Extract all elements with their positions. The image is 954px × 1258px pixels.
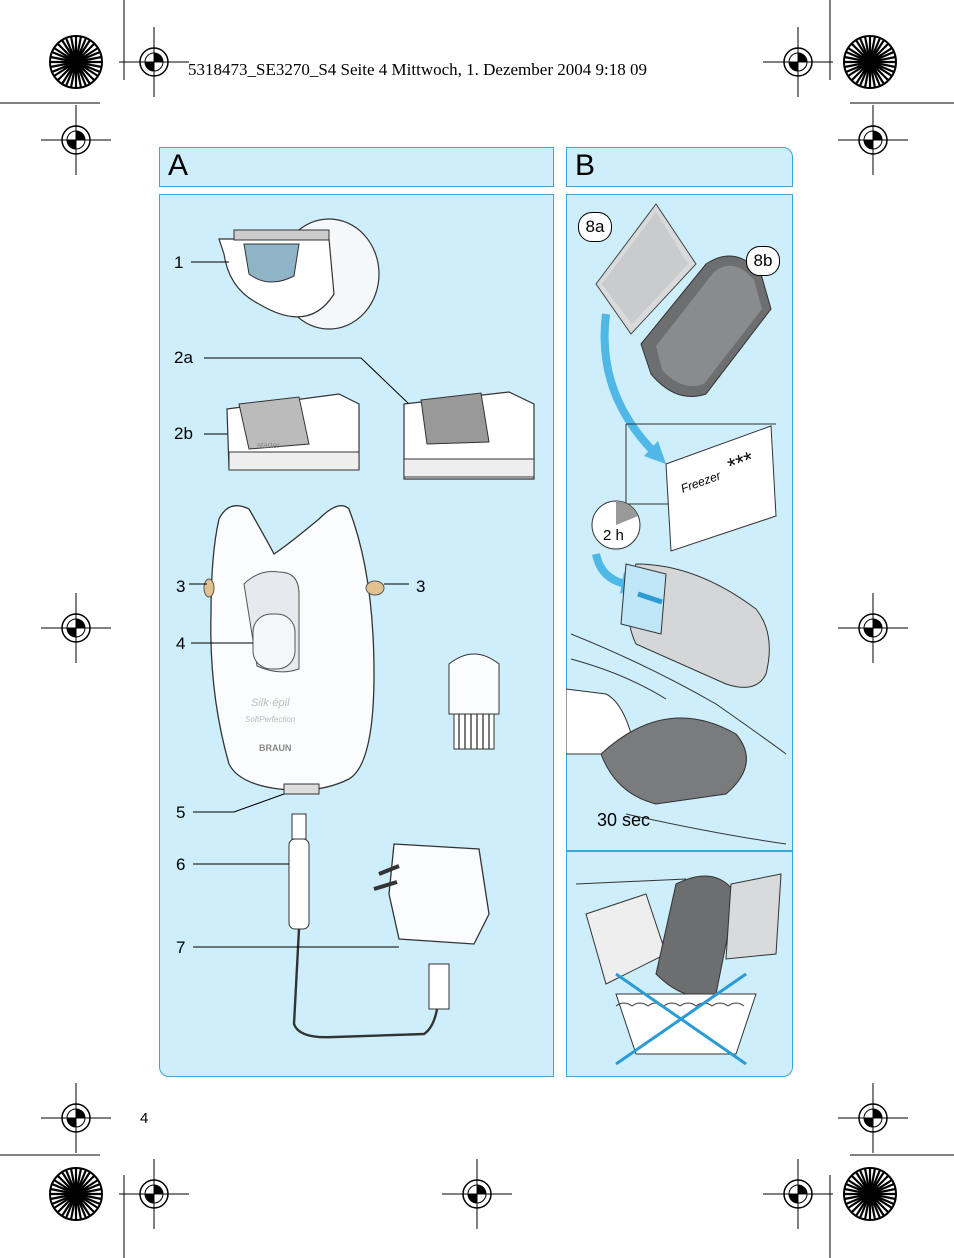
svg-text:starter: starter (257, 441, 280, 450)
svg-text:SoftPerfection: SoftPerfection (245, 715, 296, 724)
glove-with-pad (621, 564, 769, 687)
svg-text:BRAUN: BRAUN (259, 743, 292, 753)
label-3-right: 3 (416, 577, 425, 597)
svg-text:Silk·épil: Silk·épil (251, 697, 290, 709)
epilator-body: Silk·épil SoftPerfection BRAUN (204, 506, 384, 794)
page-number: 4 (140, 1110, 148, 1127)
cord-and-charger (289, 814, 489, 1037)
timer-label: 2 h (603, 527, 624, 544)
shaver-head-cap (219, 219, 379, 329)
panel-a-header: A (159, 147, 554, 187)
step-8a-badge: 8a (578, 212, 612, 242)
panel-b-header: B (566, 147, 793, 187)
duration-label: 30 sec (597, 810, 650, 831)
panel-b-illustration (566, 194, 793, 1077)
epilation-head-starter: starter (227, 394, 359, 470)
label-6: 6 (176, 855, 185, 875)
label-7: 7 (176, 938, 185, 958)
epilation-head-standard (404, 392, 534, 479)
label-1: 1 (174, 253, 183, 273)
panel-a-illustration: starter Silk·épil SoftPerfection BRAUN (159, 194, 554, 1077)
label-3-left: 3 (176, 577, 185, 597)
label-4: 4 (176, 634, 185, 654)
label-5: 5 (176, 803, 185, 823)
cleaning-brush (449, 654, 499, 749)
panel-a-title: A (168, 149, 188, 183)
panel-b-title: B (575, 149, 595, 183)
glove-care-illustration (576, 874, 781, 1064)
step-8b-badge: 8b (746, 246, 780, 276)
print-slug-header: 5318473_SE3270_S4 Seite 4 Mittwoch, 1. D… (188, 60, 647, 80)
label-2b: 2b (174, 424, 193, 444)
label-2a: 2a (174, 348, 193, 368)
